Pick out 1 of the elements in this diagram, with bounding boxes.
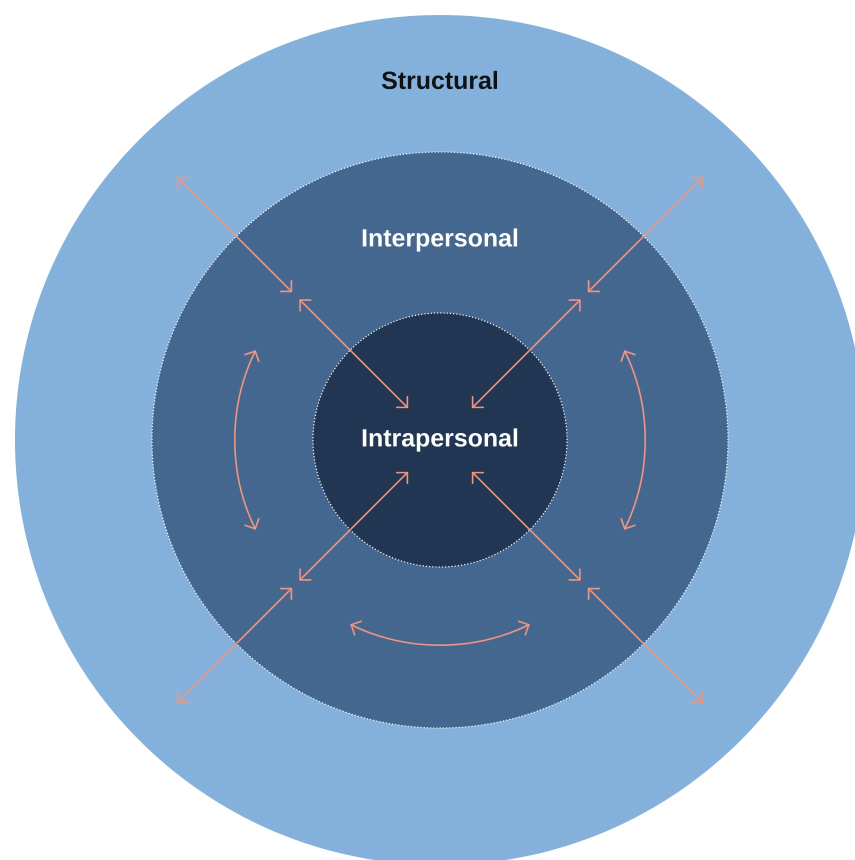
circle-region: Intrapersonal bbox=[312, 312, 568, 568]
